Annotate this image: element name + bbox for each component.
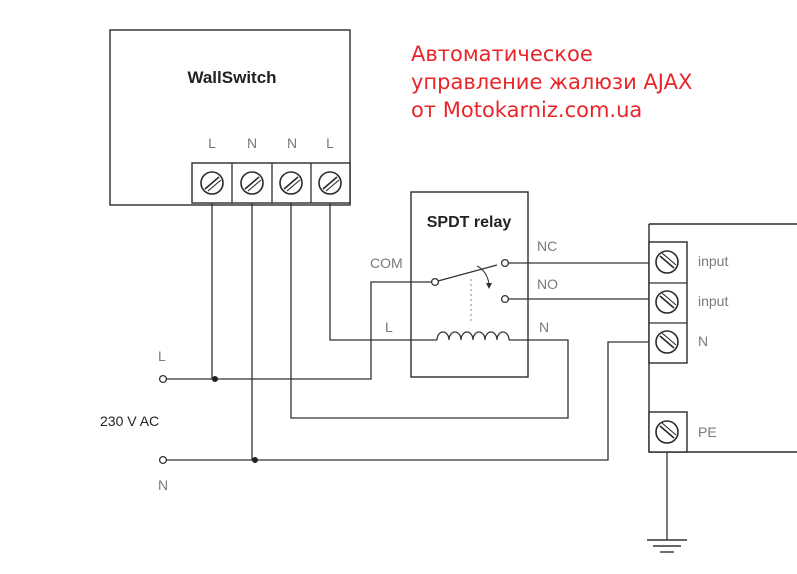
wallswitch-terminal-screw-3	[279, 171, 303, 195]
relay-nc-label: NC	[537, 238, 557, 254]
motor-terminal-screw-3	[655, 330, 679, 354]
relay-box	[410, 191, 529, 378]
motor-terminal-screw-pe	[655, 420, 679, 444]
relay-coil	[411, 331, 528, 341]
supply-voltage-label: 230 V AC	[100, 413, 159, 429]
motor-terminal-label-3: N	[698, 333, 708, 349]
wallswitch-terminal-label-3: N	[287, 135, 297, 151]
diagram-title: Автоматическое управление жалюзи AJAX от…	[411, 40, 692, 124]
wires	[166, 203, 649, 463]
ground-icon	[647, 452, 687, 553]
relay-no-label: NO	[537, 276, 558, 292]
title-line-1: Автоматическое	[411, 42, 593, 66]
motor-terminal-label-1: input	[698, 253, 728, 269]
motor-terminal-screw-2	[655, 290, 679, 314]
relay-coil-n-label: N	[539, 319, 549, 335]
wallswitch-terminal-screw-1	[200, 171, 224, 195]
relay-com-label: COM	[370, 255, 403, 271]
wallswitch-terminal-label-4: L	[326, 135, 334, 151]
wallswitch-name: WallSwitch	[187, 68, 276, 87]
wallswitch-terminal-label-2: N	[247, 135, 257, 151]
motor-terminal-label-pe: PE	[698, 424, 717, 440]
title-line-2: управление жалюзи AJAX	[411, 70, 693, 94]
supply-line-terminal	[158, 374, 168, 384]
title-line-3: от Motokarniz.com.ua	[411, 98, 643, 122]
wallswitch-terminal-label-1: L	[208, 135, 216, 151]
wallswitch-terminal-screw-2	[240, 171, 264, 195]
supply-neutral-label: N	[158, 477, 168, 493]
wallswitch-terminal-screw-4	[318, 171, 342, 195]
motor-terminal-screw-1	[655, 250, 679, 274]
supply-line-label: L	[158, 348, 166, 364]
motor-terminal-label-2: input	[698, 293, 728, 309]
relay-coil-l-label: L	[385, 319, 393, 335]
supply-neutral-terminal	[158, 455, 168, 465]
relay-name: SPDT relay	[427, 214, 512, 231]
